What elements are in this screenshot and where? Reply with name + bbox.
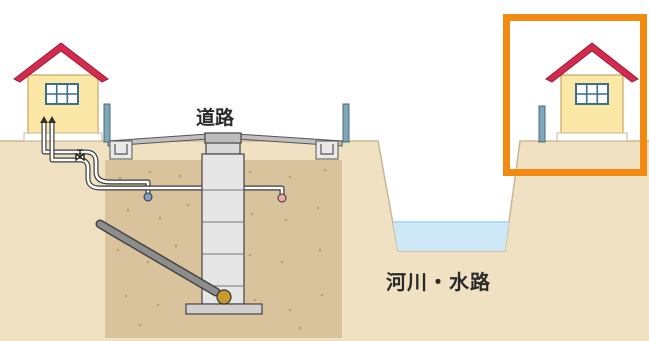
manhole-shaft [185, 132, 263, 315]
boundary-post-left [103, 103, 111, 143]
river-label: 河川・水路 [386, 270, 491, 294]
house-right-icon [545, 42, 639, 142]
house-left-icon [13, 42, 109, 142]
valve-icon [75, 149, 85, 162]
gutter-left [109, 140, 133, 160]
pipe-end-pink [277, 193, 287, 203]
pipe-end-blue [143, 192, 153, 202]
arrow-up-icon [40, 116, 48, 123]
river-water [393, 222, 509, 251]
arrow-up-icon [48, 116, 56, 123]
boundary-post-right [538, 105, 546, 143]
gutter-right [315, 140, 339, 160]
boundary-post-mid [342, 103, 350, 143]
house-drain-pipes [41, 119, 285, 199]
highlight-box [503, 14, 647, 176]
soil-dots [116, 168, 327, 330]
main-sewer-pipe [95, 219, 232, 305]
road-label: 道路 [196, 107, 235, 129]
